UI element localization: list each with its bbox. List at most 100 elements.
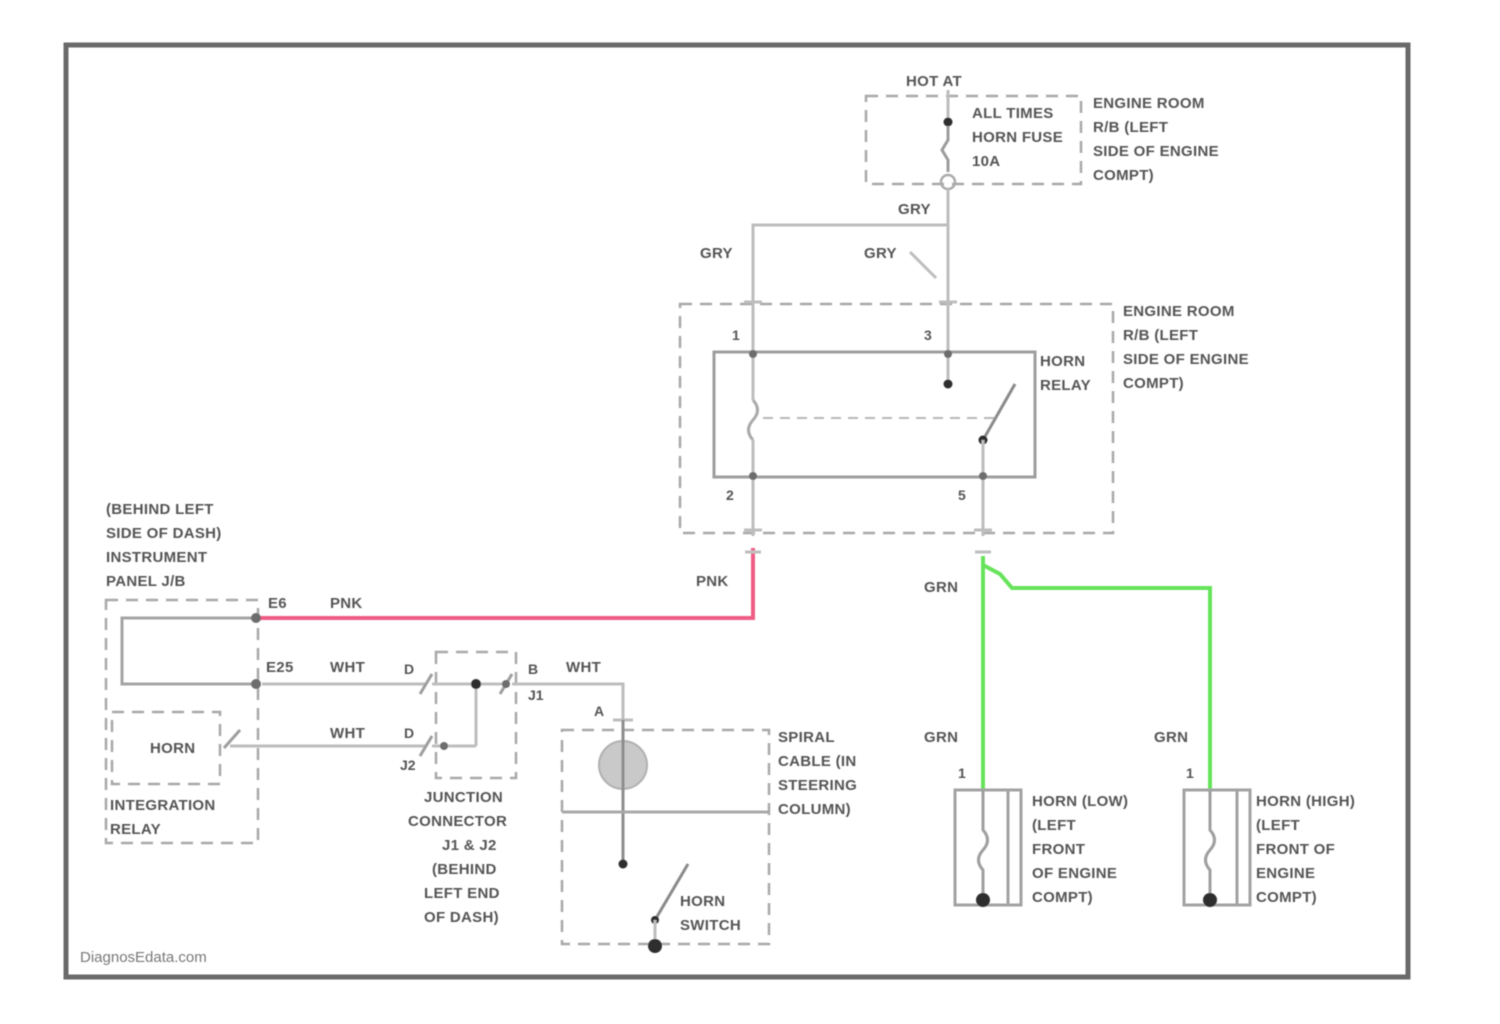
horn-high-name-2: (LEFT	[1256, 817, 1300, 834]
relay-location-3: SIDE OF ENGINE	[1123, 351, 1249, 368]
gry-right-label: GRY	[864, 245, 897, 262]
relay-contact-fixed	[944, 380, 953, 389]
jb-term-e6	[251, 613, 261, 623]
fuse-line-2: HORN FUSE	[972, 129, 1063, 146]
horn-low-name-4: OF ENGINE	[1032, 865, 1117, 882]
horn-high-name-3: FRONT OF	[1256, 841, 1335, 858]
relay-location-4: COMPT)	[1123, 375, 1184, 392]
fuse-hot-at-label: HOT AT	[906, 73, 962, 90]
horn-switch-ground	[648, 939, 662, 953]
integration-relay-horn-label: HORN	[150, 740, 195, 757]
relay-name-1: HORN	[1040, 353, 1085, 370]
horn-low-name-2: (LEFT	[1032, 817, 1076, 834]
wht-right-label: WHT	[566, 659, 601, 676]
junction-splice-b	[502, 680, 510, 688]
relay-term-1	[749, 350, 757, 358]
relay-pin-2: 2	[726, 487, 734, 503]
fuse-line-1: ALL TIMES	[972, 105, 1054, 122]
jb-internal-bus	[122, 618, 256, 684]
horn-low-body	[955, 790, 1021, 905]
spiral-outline	[562, 730, 769, 944]
junction-name-4: (BEHIND	[432, 861, 497, 878]
junction-name-2: CONNECTOR	[408, 813, 507, 830]
jb-location-2: SIDE OF DASH)	[106, 525, 222, 542]
fuse-terminal-top	[944, 118, 953, 127]
junction-name-1: JUNCTION	[424, 789, 503, 806]
pnk-relay-label: PNK	[696, 573, 729, 590]
jb-location-1: (BEHIND LEFT	[106, 501, 214, 518]
horn-low-name-1: HORN (LOW)	[1032, 793, 1128, 810]
gry-top-label: GRY	[898, 201, 931, 218]
horn-low-coil-icon	[979, 790, 988, 898]
grn-high-label: GRN	[1154, 729, 1188, 746]
integration-relay-name-1: INTEGRATION	[110, 797, 216, 814]
fuse-location-3: SIDE OF ENGINE	[1093, 143, 1219, 160]
relay-connector-3	[939, 296, 957, 308]
relay-term-5	[979, 472, 987, 480]
watermark: DiagnosEdata.com	[80, 949, 207, 966]
jb-location-4: PANEL J/B	[106, 573, 186, 590]
wht-lower-label: WHT	[330, 725, 365, 742]
horn-high-name-1: HORN (HIGH)	[1256, 793, 1355, 810]
horn-low-name-3: FRONT	[1032, 841, 1085, 858]
junction-splice-bottom	[440, 742, 448, 750]
relay-pin-1: 1	[732, 327, 740, 343]
grn-relay-label: GRN	[924, 579, 958, 596]
junction-pin-b: B	[528, 661, 538, 677]
horn-high-name-4: ENGINE	[1256, 865, 1315, 882]
integration-relay-name-2: RELAY	[110, 821, 161, 838]
spiral-name-4: COLUMN)	[778, 801, 851, 818]
junction-pin-j2: J2	[400, 757, 416, 773]
junction-pin-j1: J1	[528, 687, 544, 703]
fuse-connector	[941, 175, 955, 189]
junction-name-5: LEFT END	[424, 885, 500, 902]
spiral-pin-a: A	[594, 703, 604, 719]
relay-term-2	[749, 472, 757, 480]
jb-term-e25	[251, 679, 261, 689]
relay-location-2: R/B (LEFT	[1123, 327, 1198, 344]
fuse-location-4: COMPT)	[1093, 167, 1154, 184]
horn-switch-contact	[619, 860, 628, 869]
relay-switch-arm	[983, 384, 1015, 440]
relay-coil-icon	[749, 400, 758, 440]
junction-pin-d-top: D	[404, 661, 414, 677]
jb-pin-e6: E6	[268, 595, 287, 612]
fuse-line-3: 10A	[972, 153, 1000, 170]
horn-high-ground	[1203, 893, 1217, 907]
horn-low-name-5: COMPT)	[1032, 889, 1093, 906]
horn-high-coil-icon	[1206, 790, 1215, 898]
horn-switch-arm	[655, 864, 688, 920]
junction-pin-d-bottom: D	[404, 725, 414, 741]
relay-connector-1	[744, 296, 762, 308]
relay-term-3	[944, 350, 952, 358]
spiral-name-2: CABLE (IN	[778, 753, 857, 770]
relay-box-outline	[680, 304, 1113, 533]
spiral-name-1: SPIRAL	[778, 729, 835, 746]
wht-e25-label: WHT	[330, 659, 365, 676]
fuse-icon	[942, 126, 948, 172]
junction-name-6: OF DASH)	[424, 909, 499, 926]
fuse-location-2: R/B (LEFT	[1093, 119, 1168, 136]
fuse-location-1: ENGINE ROOM	[1093, 95, 1205, 112]
junction-name-3: J1 & J2	[442, 837, 497, 854]
relay-pin-5: 5	[958, 487, 966, 503]
jb-location-3: INSTRUMENT	[106, 549, 207, 566]
horn-switch-name-1: HORN	[680, 893, 725, 910]
jb-pin-e25: E25	[266, 659, 294, 676]
junction-splice-top	[471, 679, 481, 689]
horn-high-body	[1184, 790, 1250, 905]
relay-pin-3: 3	[924, 327, 932, 343]
horn-switch-name-2: SWITCH	[680, 917, 741, 934]
spiral-name-3: STEERING	[778, 777, 857, 794]
relay-body	[714, 352, 1035, 477]
pnk-jb-label: PNK	[330, 595, 363, 612]
grn-wire-high	[983, 565, 1210, 790]
gry-splice-mark	[910, 252, 936, 278]
grn-low-label: GRN	[924, 729, 958, 746]
horn-high-name-5: COMPT)	[1256, 889, 1317, 906]
relay-name-2: RELAY	[1040, 377, 1091, 394]
horn-low-ground	[976, 893, 990, 907]
relay-location-1: ENGINE ROOM	[1123, 303, 1235, 320]
horn-low-pin: 1	[958, 765, 966, 781]
